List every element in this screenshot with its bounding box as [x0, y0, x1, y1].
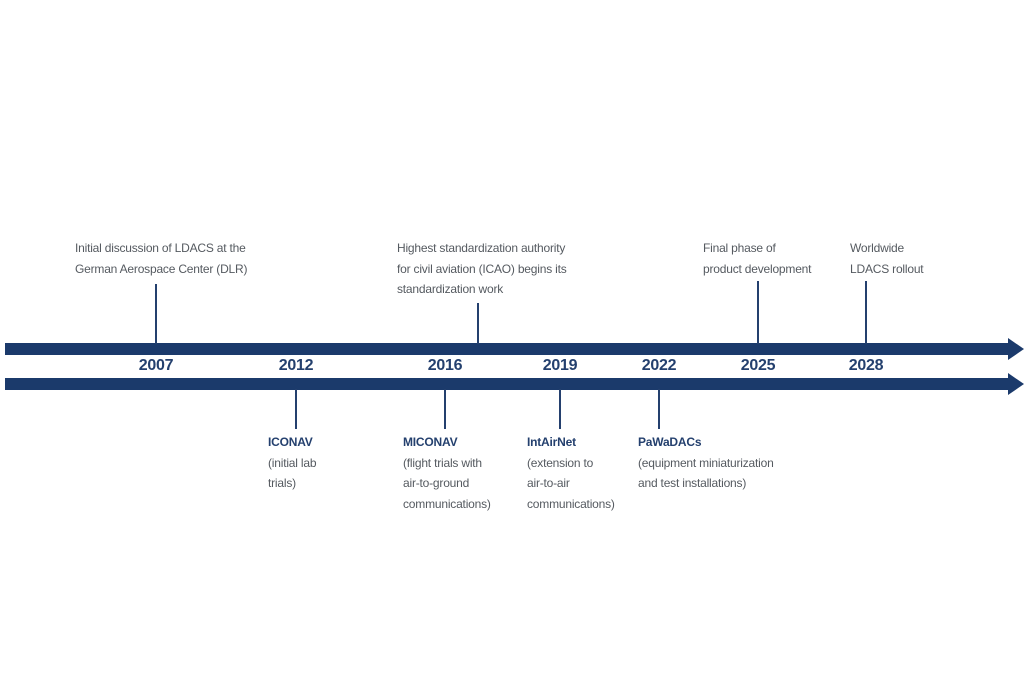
- event-description: Final phase of product development: [703, 241, 812, 276]
- event-description: (equipment miniaturization and test inst…: [638, 455, 774, 491]
- event-title: PaWaDACs: [638, 435, 702, 449]
- connector-icao: [477, 303, 479, 344]
- year-label-2012: 2012: [278, 357, 314, 374]
- event-title: ICONAV: [268, 435, 313, 449]
- year-label-2025: 2025: [740, 357, 776, 374]
- event-description: Highest standardization authority for ci…: [397, 241, 567, 296]
- event-2007-dlr: Initial discussion of LDACS at the Germa…: [75, 238, 247, 279]
- event-2028: Worldwide LDACS rollout: [850, 238, 924, 279]
- year-label-2028: 2028: [848, 357, 884, 374]
- connector-2019: [559, 389, 561, 429]
- event-pawadacs: PaWaDACs (equipment miniaturization and …: [638, 432, 774, 494]
- year-label-2007: 2007: [138, 357, 174, 374]
- top-arrow: [5, 338, 1024, 360]
- connector-2012: [295, 389, 297, 429]
- event-description: (flight trials with air-to-ground commun…: [403, 455, 491, 511]
- connector-2025: [757, 281, 759, 344]
- event-iconav: ICONAV (initial lab trials): [268, 432, 316, 494]
- year-label-2016: 2016: [427, 357, 463, 374]
- event-description: (initial lab trials): [268, 455, 317, 491]
- event-description: Initial discussion of LDACS at the Germa…: [75, 241, 248, 276]
- connector-2007: [155, 284, 157, 344]
- event-intairnet: IntAirNet (extension to air-to-air commu…: [527, 432, 615, 514]
- event-2025: Final phase of product development: [703, 238, 811, 279]
- event-miconav: MICONAV (flight trials with air-to-groun…: [403, 432, 491, 514]
- event-description: Worldwide LDACS rollout: [850, 241, 924, 276]
- connector-2022: [658, 389, 660, 429]
- event-icao: Highest standardization authority for ci…: [397, 238, 567, 300]
- connector-2028: [865, 281, 867, 344]
- bottom-arrow: [5, 373, 1024, 395]
- connector-2016: [444, 389, 446, 429]
- year-label-2022: 2022: [641, 357, 677, 374]
- event-title: IntAirNet: [527, 435, 576, 449]
- year-label-2019: 2019: [542, 357, 578, 374]
- event-description: (extension to air-to-air communications): [527, 455, 615, 511]
- event-title: MICONAV: [403, 435, 458, 449]
